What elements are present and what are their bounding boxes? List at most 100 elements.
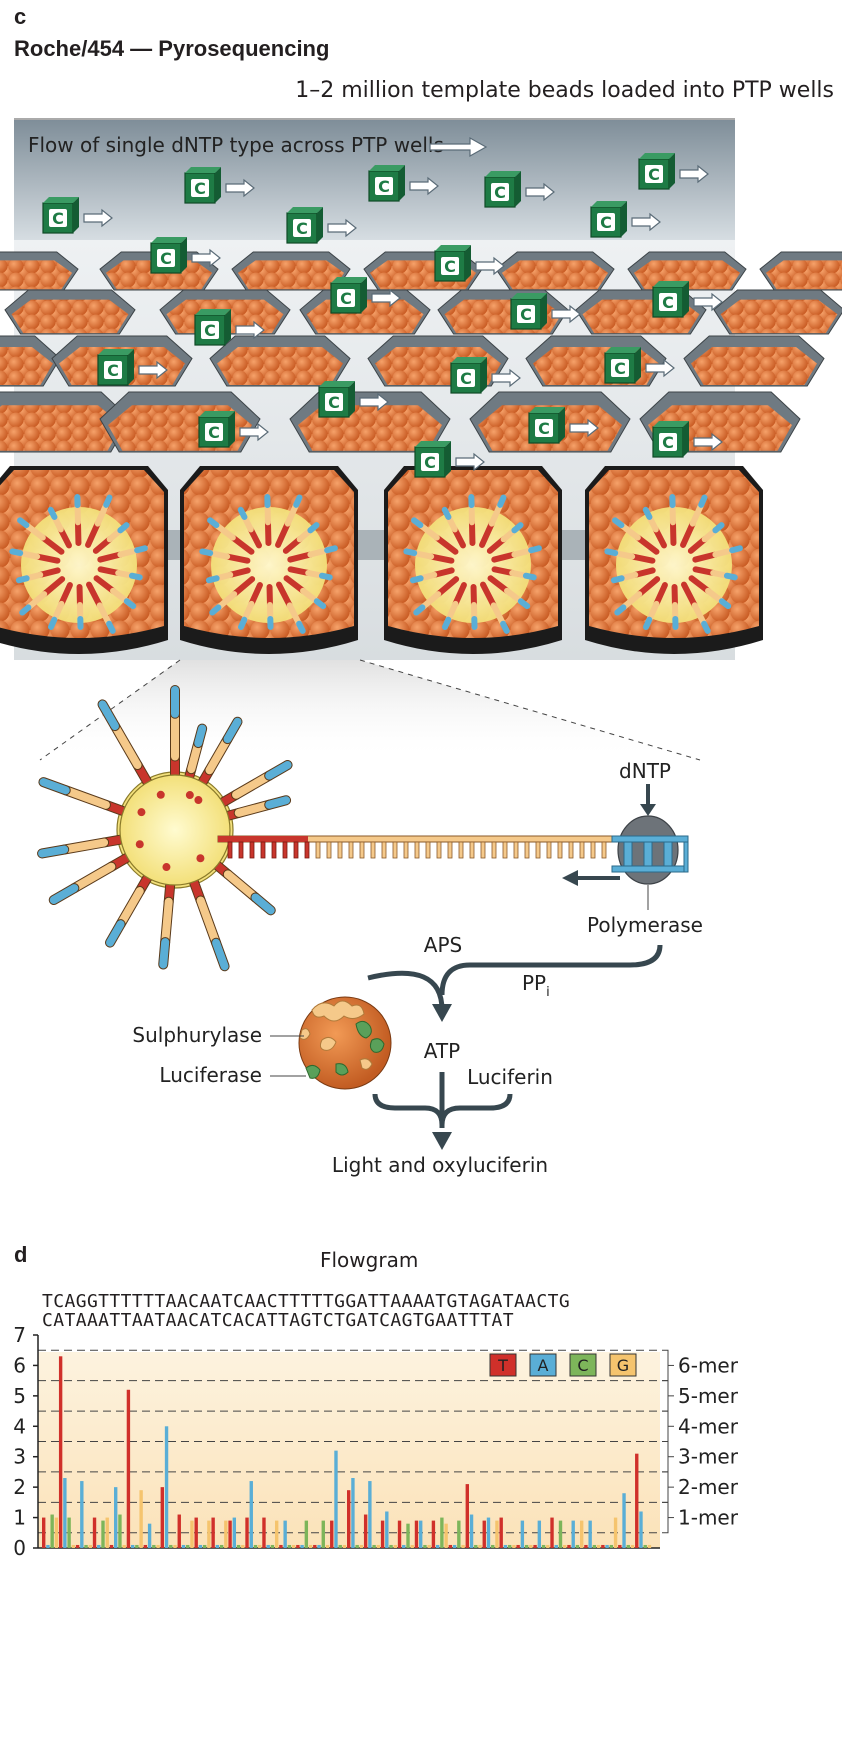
y-tick-label: 4 bbox=[13, 1414, 26, 1438]
flow-bar-t bbox=[126, 1389, 131, 1548]
flow-bar-g bbox=[529, 1544, 533, 1548]
flow-bar-a bbox=[452, 1544, 457, 1548]
legend-label: T bbox=[497, 1356, 508, 1375]
flow-bar-a bbox=[147, 1523, 152, 1548]
flow-bar-c bbox=[236, 1544, 241, 1548]
flow-bar-a bbox=[317, 1544, 321, 1548]
flow-bar-g bbox=[579, 1520, 584, 1548]
flow-bar-a bbox=[46, 1544, 50, 1548]
flow-bar-g bbox=[139, 1490, 143, 1548]
flow-bar-t bbox=[313, 1544, 317, 1548]
flow-bar-a bbox=[622, 1493, 626, 1548]
flow-bar-c bbox=[186, 1544, 190, 1548]
template-bead bbox=[37, 685, 293, 972]
flow-bar-g bbox=[512, 1544, 516, 1548]
flow-bar-t bbox=[262, 1517, 266, 1548]
flow-bar-g bbox=[173, 1544, 177, 1548]
legend-label: C bbox=[577, 1356, 588, 1375]
nucleotide-c-icon bbox=[484, 170, 522, 208]
flow-bar-c bbox=[169, 1544, 173, 1548]
flow-bar-t bbox=[160, 1487, 164, 1548]
enzyme-bead bbox=[298, 996, 392, 1090]
flow-bar-g bbox=[291, 1544, 296, 1548]
flow-bar-t bbox=[499, 1517, 503, 1548]
nucleotide-c-icon bbox=[638, 152, 676, 190]
flow-bar-a bbox=[80, 1481, 84, 1548]
flow-bar-c bbox=[118, 1514, 122, 1548]
atp-label: ATP bbox=[424, 1039, 460, 1063]
nucleotide-c-icon bbox=[368, 164, 406, 202]
flow-bar-g bbox=[461, 1544, 465, 1548]
flow-bar-c bbox=[389, 1544, 393, 1548]
flow-bar-a bbox=[554, 1544, 558, 1548]
flow-bar-g bbox=[427, 1544, 431, 1548]
flow-bar-t bbox=[601, 1544, 605, 1548]
reaction-arrows bbox=[367, 944, 663, 1128]
luciferase-label: Luciferase bbox=[159, 1063, 262, 1087]
flowgram-bars bbox=[42, 1356, 652, 1548]
flow-bar-c bbox=[67, 1517, 71, 1548]
front-wells bbox=[0, 466, 763, 654]
flow-bar-a bbox=[605, 1544, 609, 1548]
flow-bar-g bbox=[647, 1544, 652, 1548]
dna-template-strand bbox=[217, 835, 619, 859]
flow-bar-t bbox=[567, 1544, 571, 1548]
flow-bar-g bbox=[156, 1544, 160, 1548]
nucleotide-c-icon bbox=[330, 276, 368, 314]
flow-bar-a bbox=[181, 1544, 186, 1548]
flow-bar-t bbox=[75, 1544, 80, 1548]
nucleotide-c-icon bbox=[510, 292, 548, 330]
y-tick-label: 0 bbox=[13, 1536, 26, 1560]
flow-bar-g bbox=[630, 1544, 635, 1548]
flow-bar-c bbox=[423, 1544, 427, 1548]
flow-bar-t bbox=[414, 1520, 419, 1548]
dntp-label: dNTP bbox=[619, 759, 671, 783]
flow-bar-c bbox=[372, 1544, 376, 1548]
nucleotide-c-icon bbox=[590, 200, 628, 238]
y-tick-label: 7 bbox=[13, 1323, 26, 1347]
nucleotide-c-icon bbox=[652, 420, 690, 458]
flow-bar-c bbox=[609, 1544, 614, 1548]
flow-bar-a bbox=[300, 1544, 304, 1548]
flow-bar-g bbox=[410, 1544, 414, 1548]
flow-bar-g bbox=[342, 1544, 347, 1548]
panel-c-letter: c bbox=[14, 4, 27, 29]
mer-bracket bbox=[662, 1380, 669, 1412]
nucleotide-c-icon bbox=[194, 308, 232, 346]
flow-bar-t bbox=[177, 1514, 181, 1548]
flow-bar-t bbox=[296, 1544, 300, 1548]
flow-bar-c bbox=[50, 1514, 54, 1548]
flow-bar-t bbox=[448, 1544, 453, 1548]
flow-bar-c bbox=[643, 1544, 647, 1548]
flow-bar-g bbox=[563, 1544, 567, 1548]
polymerase-label: Polymerase bbox=[587, 913, 703, 937]
flow-bar-g bbox=[596, 1544, 601, 1548]
y-tick-label: 3 bbox=[13, 1445, 26, 1469]
flow-bar-t bbox=[465, 1484, 469, 1548]
flow-bar-a bbox=[114, 1487, 118, 1548]
flow-bar-g bbox=[207, 1520, 211, 1548]
flow-bar-t bbox=[347, 1490, 351, 1548]
flowgram-title: Flowgram bbox=[320, 1248, 419, 1272]
legend-label: A bbox=[538, 1356, 549, 1375]
flow-bar-a bbox=[215, 1544, 220, 1548]
flow-bar-g bbox=[224, 1520, 228, 1548]
flow-bar-c bbox=[626, 1544, 630, 1548]
flow-bar-c bbox=[270, 1544, 275, 1548]
sequence-line-2: CATAAATTAATAACATCACATTAGTCTGATCAGTGAATTT… bbox=[42, 1310, 514, 1331]
flow-bar-t bbox=[211, 1517, 215, 1548]
flow-bar-a bbox=[130, 1544, 135, 1548]
dntp-arrow-icon bbox=[640, 784, 656, 816]
mer-bracket bbox=[662, 1501, 669, 1534]
flow-bar-t bbox=[143, 1544, 148, 1548]
flow-bar-c bbox=[321, 1520, 325, 1548]
flow-bar-c bbox=[440, 1517, 444, 1548]
nucleotide-c-icon bbox=[528, 406, 566, 444]
flow-bar-a bbox=[435, 1544, 440, 1548]
nucleotide-c-icon bbox=[450, 356, 488, 394]
flow-bar-a bbox=[266, 1544, 270, 1548]
flow-bar-g bbox=[88, 1544, 92, 1548]
flow-bar-a bbox=[588, 1520, 592, 1548]
